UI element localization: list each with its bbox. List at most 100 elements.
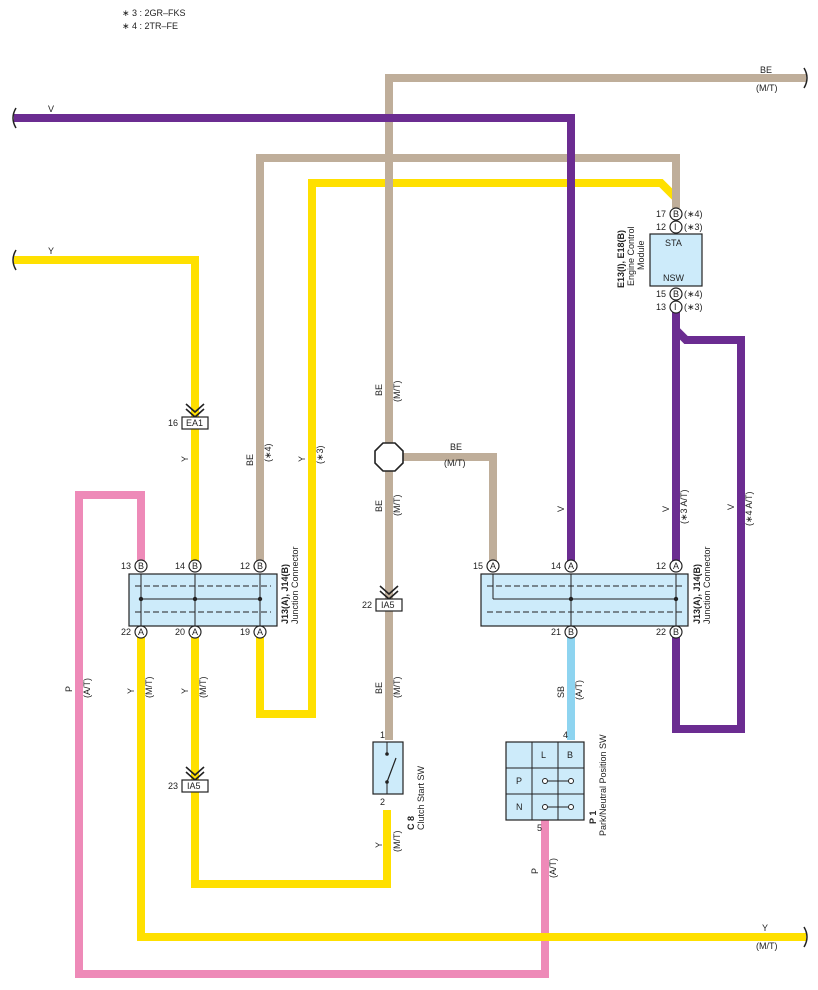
wire-be-ecm [256,154,680,566]
wire-label: Y [180,456,190,462]
wire-label: BE [374,500,384,512]
pin-number: 4 [563,730,568,740]
wire-label: (M/T) [144,677,154,699]
wire-label: (M/T) [392,381,402,403]
wire-label: (∗3 A/T) [679,489,689,524]
pin-type: B [568,627,574,637]
pin-type: I [674,222,677,232]
pin-number: 17 [656,209,666,219]
wire-end-icon [803,67,808,89]
pin-number: 2 [380,797,385,807]
junction-right: A A A B B 15 14 12 21 22 J13(A), J14(B) … [473,546,712,639]
wire-y-bottom [137,632,806,941]
pnp-col-l: L [541,750,546,760]
pin-number: 22 [656,627,666,637]
wire-label: (M/T) [198,677,208,699]
connector-pin: 22 [362,600,372,610]
wire-label: (A/T) [82,678,92,698]
pin-number: 21 [551,627,561,637]
wire-label: Y [48,246,54,256]
junction-left: B B B A A A 13 14 12 22 20 19 J13(A), J1… [121,546,300,639]
wire-label: P [64,686,74,692]
pin-number: 12 [240,561,250,571]
wire-label: Y [297,456,307,462]
switch-id: C 8 [406,816,416,830]
pin-type: B [673,289,679,299]
wire-v-top [14,114,575,566]
pin-number: 14 [551,561,561,571]
wire-label: (M/T) [444,458,466,468]
ecm-nsw: NSW [663,273,685,283]
pin-number: 15 [656,289,666,299]
wire-label: (M/T) [392,677,402,699]
pin-number: 14 [175,561,185,571]
junction-name: J13(A), J14(B) [280,564,290,624]
connector-ia5-center: IA5 22 [362,585,403,612]
clutch-start-switch: 1 2 C 8 Clutch Start SW [372,730,426,830]
pin-number: 13 [121,561,131,571]
wire-label: BE [760,65,772,75]
pin-type: B [673,209,679,219]
junction-desc: Junction Connector [702,546,712,624]
pin-condition: (∗4) [684,289,703,299]
engine-control-module: STA NSW B I B I 17 12 15 13 (∗4) (∗3) (∗… [616,207,703,314]
wire-label: V [48,104,54,114]
switch-id: P 1 [588,811,598,824]
pnp-row-n: N [516,802,523,812]
wire-p-loop [75,491,549,978]
connector-label: IA5 [381,600,395,610]
wire-label: BE [374,384,384,396]
pin-condition: (∗3) [684,222,703,232]
connector-pin: 16 [168,418,178,428]
pin-number: 20 [175,627,185,637]
connector-pin: 23 [168,781,178,791]
wire-label: BE [374,682,384,694]
note-2: ∗ 4 : 2TR–FE [122,21,178,31]
note-1: ∗ 3 : 2GR–FKS [122,8,186,18]
pin-condition: (∗3) [684,302,703,312]
junction-name: J13(A), J14(B) [692,564,702,624]
pin-number: 12 [656,222,666,232]
pin-condition: (∗4) [684,209,703,219]
pin-number: 22 [121,627,131,637]
wire-label: (M/T) [756,83,778,93]
wire-be-branch [389,453,497,566]
pin-type: A [138,627,144,637]
wire-v-loop [672,327,745,733]
ecm-sta: STA [665,238,682,248]
connector-label: EA1 [186,418,203,428]
pin-type: A [490,561,496,571]
wire-y-ecm [256,179,679,718]
splice-point [374,442,404,472]
ecm-name: E13(I), E18(B) [616,230,626,288]
pin-number: 1 [380,730,385,740]
wire-label: Y [180,688,190,694]
wire-label: V [661,506,671,512]
wire-label: (M/T) [392,495,402,517]
junction-desc: Junction Connector [290,546,300,624]
wire-be-main [385,74,806,740]
park-neutral-switch: L B P N 4 5 P 1 Park/Neutral Position SW [505,730,608,836]
wire-end-icon [12,107,17,129]
wire-label: V [726,504,736,510]
wire-label: (A/T) [574,680,584,700]
wire-label: (∗4) [263,443,273,462]
wire-y-ea1 [14,256,199,566]
wire-label: (M/T) [756,941,778,951]
wire-end-icon [12,249,17,271]
pin-type: B [192,561,198,571]
pin-number: 5 [537,823,542,833]
wire-end-icon [803,926,808,948]
wire-label: Y [126,688,136,694]
wire-y-clutch [191,632,391,888]
wire-label: P [530,868,540,874]
pin-type: A [192,627,198,637]
pin-number: 12 [656,561,666,571]
pin-number: 15 [473,561,483,571]
pnp-row-p: P [516,776,522,786]
pin-type: B [138,561,144,571]
connector-ea1: EA1 16 [168,403,209,430]
pin-type: A [257,627,263,637]
wire-label: (∗3) [315,445,325,464]
